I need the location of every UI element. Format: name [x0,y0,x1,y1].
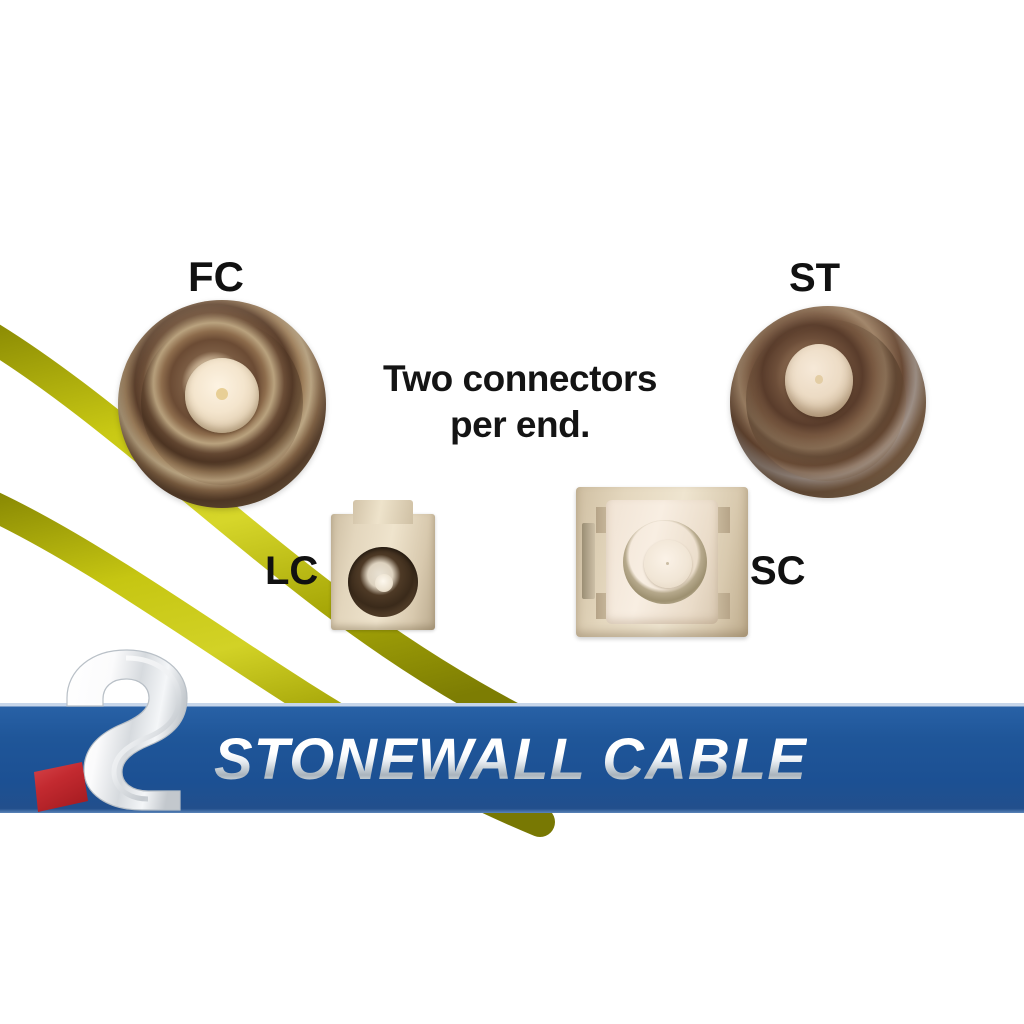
lc-alignment-ring [348,547,418,617]
st-fiber-core [815,375,824,384]
brand-wordmark: STONEWALL CABLE [214,727,807,792]
caption-line-2: per end. [450,403,590,445]
connector-label-st: ST [789,256,841,300]
st-ferrule [784,344,854,418]
connector-lc [331,500,435,630]
caption-line-1: Two connectors [383,358,657,399]
hook-s-highlight [111,655,182,802]
connector-sc [576,487,748,637]
lc-ferrule [375,573,394,592]
connector-label-fc: FC [188,253,244,300]
lc-latch-tab [353,500,413,524]
sc-side-slot [582,523,595,599]
sc-fiber-core [665,561,670,566]
fc-ferrule [184,358,260,434]
hook-s-shape [66,649,188,811]
connector-label-sc: SC [750,549,806,593]
sc-ferrule [644,540,692,588]
connector-label-lc: LC [265,549,319,593]
sc-face-plate [606,500,718,624]
connector-st [730,306,926,498]
stonewall-hook-s-logo [34,649,188,812]
connector-fc [118,300,326,508]
fc-fiber-core [215,388,228,401]
red-accent-shape [34,762,88,812]
caption-text: Two connectors per end. [340,356,700,448]
